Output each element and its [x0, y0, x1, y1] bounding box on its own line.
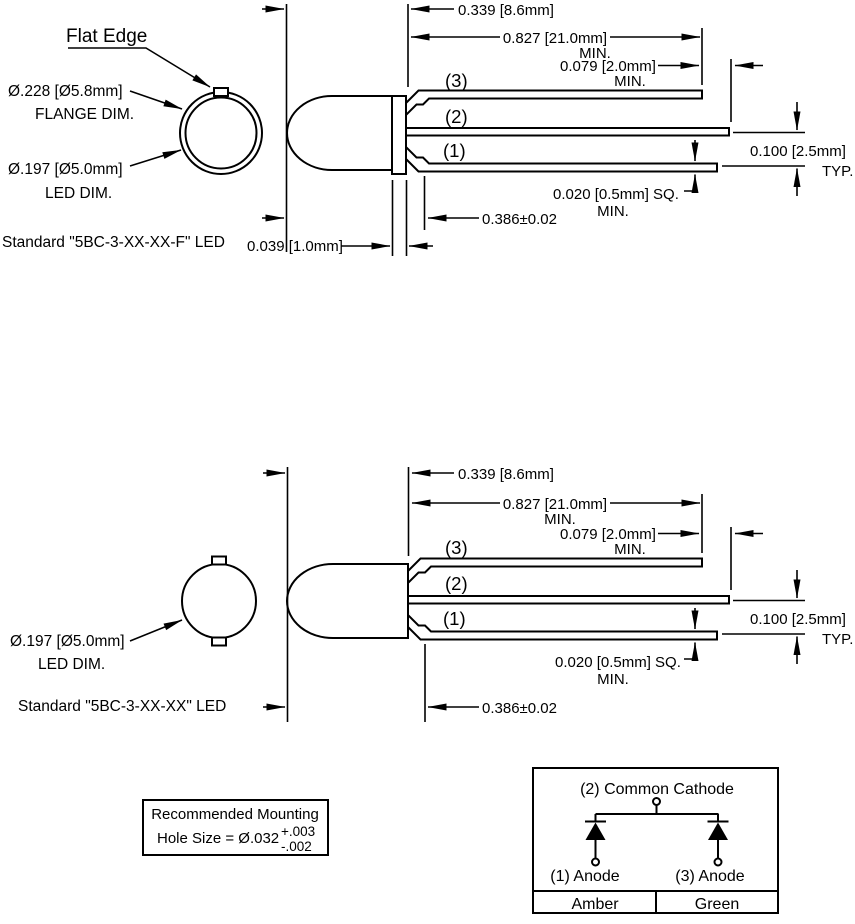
bottom-part-title: Standard "5BC-3-XX-XX" LED [18, 698, 226, 715]
top-lead-3 [405, 89, 703, 118]
diode-green-triangle [708, 822, 728, 840]
top-dimensions: 0.339 [8.6mm] 0.827 [21.0mm] MIN. 0.079 … [247, 2, 853, 255]
top-dim-lead-qual: MIN. [579, 45, 611, 62]
top-lead-2 [405, 127, 730, 137]
bottom-dim-standoff: 0.386±0.02 [482, 700, 557, 717]
bottom-dim-sq-qual: MIN. [597, 671, 629, 688]
led-dia-leader [129, 149, 182, 167]
top-lead-1 [405, 144, 718, 173]
bottom-lead-2 [407, 595, 730, 605]
bottom-led-dim-label: LED DIM. [38, 656, 105, 673]
top-dim-pitch: 0.100 [2.5mm] [750, 143, 846, 160]
polarity-schematic: (2) Common Cathode (1) Anode (3) Anode A… [532, 767, 779, 914]
flat-edge-leader [68, 47, 211, 88]
top-front-view: Flat Edge Ø.228 [Ø5.8mm] FLANGE DIM. Ø.1… [2, 26, 263, 251]
top-dim-sq-qual: MIN. [597, 203, 629, 220]
bottom-front-view: Ø.197 [Ø5.0mm] LED DIM. Standard "5BC-3-… [10, 555, 257, 715]
diode-amber [585, 814, 606, 867]
bottom-dim-lead: 0.827 [21.0mm] [503, 496, 607, 513]
bottom-top-tab [211, 555, 227, 566]
mounting-note: Recommended Mounting Hole Size = Ø.032 +… [142, 799, 329, 856]
bottom-side-view: (3) (2) (1) [286, 537, 730, 641]
top-dim-lead: 0.827 [21.0mm] [503, 30, 607, 47]
top-pin2-label: (2) [445, 106, 468, 127]
mounting-tol-plus: +.003 [281, 824, 315, 839]
top-extension-lines [285, 4, 805, 256]
anode3-terminal [713, 857, 723, 867]
bottom-dim-tip-qual: MIN. [614, 541, 646, 558]
bottom-dim-sq: 0.020 [0.5mm] SQ. [555, 654, 681, 671]
common-cathode-label: (2) Common Cathode [580, 781, 734, 798]
bottom-pin2-label: (2) [445, 573, 468, 594]
anode1-terminal [591, 857, 600, 867]
top-led-flange [391, 95, 407, 175]
top-pin1-label: (1) [443, 140, 466, 161]
mounting-line1: Recommended Mounting [151, 806, 319, 823]
mounting-note-box [142, 799, 329, 856]
top-part-title: Standard "5BC-3-XX-XX-F" LED [2, 234, 225, 251]
anode1-label: (1) Anode [550, 868, 619, 885]
top-flange-dim-label: FLANGE DIM. [35, 106, 134, 123]
cathode-terminal [652, 797, 661, 806]
bottom-bottom-tab [211, 636, 227, 647]
bottom-dim-tip: 0.079 [2.0mm] [560, 526, 656, 543]
mounting-tol-minus: -.002 [281, 839, 312, 854]
bottom-dim-pitch: 0.100 [2.5mm] [750, 611, 846, 628]
top-dim-tip: 0.079 [2.0mm] [560, 58, 656, 75]
top-led-dim-label: LED DIM. [45, 185, 112, 202]
top-led-circle [184, 96, 258, 170]
top-dim-body: 0.339 [8.6mm] [458, 2, 554, 19]
top-dim-flange: 0.039 [1.0mm] [247, 238, 343, 255]
top-pin3-label: (3) [445, 70, 468, 91]
top-led-dia-label: Ø.197 [Ø5.0mm] [8, 161, 123, 178]
bottom-led-body [286, 563, 409, 639]
bottom-lead-3 [407, 557, 703, 586]
bottom-dim-pitch-qual: TYP. [822, 631, 853, 648]
top-side-view: (3) (2) (1) [286, 70, 730, 175]
bottom-led-dia-leader [129, 619, 183, 642]
top-dim-tip-qual: MIN. [614, 73, 646, 90]
bottom-diagram: Ø.197 [Ø5.0mm] LED DIM. Standard "5BC-3-… [10, 466, 853, 722]
flat-edge-tab [213, 87, 229, 97]
bottom-led-dia-label: Ø.197 [Ø5.0mm] [10, 633, 125, 650]
bottom-extension-lines [286, 467, 805, 722]
color-right-label: Green [695, 896, 739, 913]
top-diagram: Flat Edge Ø.228 [Ø5.8mm] FLANGE DIM. Ø.1… [2, 2, 853, 256]
bottom-pin1-label: (1) [443, 608, 466, 629]
bottom-lead-1 [407, 612, 718, 641]
flat-edge-label: Flat Edge [66, 26, 147, 47]
top-flange-dia-label: Ø.228 [Ø5.8mm] [8, 83, 123, 100]
top-dim-sq: 0.020 [0.5mm] SQ. [553, 186, 679, 203]
top-dim-pitch-qual: TYP. [822, 163, 853, 180]
mounting-line2: Hole Size = Ø.032 [157, 830, 279, 847]
diode-amber-triangle [585, 822, 606, 840]
top-led-body [286, 95, 393, 171]
bottom-led-circle [181, 563, 257, 639]
bottom-dim-lead-qual: MIN. [544, 511, 576, 528]
bottom-dimensions: 0.339 [8.6mm] 0.827 [21.0mm] MIN. 0.079 … [263, 466, 853, 717]
top-dim-standoff: 0.386±0.02 [482, 211, 557, 228]
anode3-label: (3) Anode [675, 868, 744, 885]
bottom-pin3-label: (3) [445, 537, 468, 558]
bottom-dim-body: 0.339 [8.6mm] [458, 466, 554, 483]
diode-green [707, 814, 729, 867]
color-left-label: Amber [571, 896, 619, 913]
flange-dia-leader [129, 90, 183, 110]
schematic-box [532, 767, 779, 914]
